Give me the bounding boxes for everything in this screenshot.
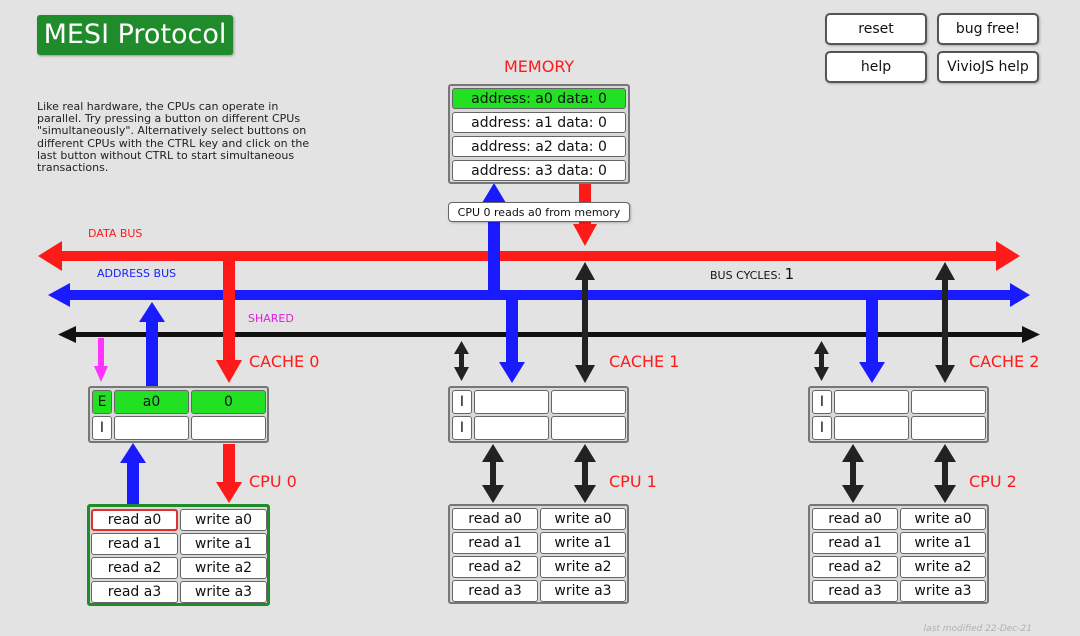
cache-line-state: E: [92, 390, 112, 414]
cache-line-data: 0: [191, 390, 266, 414]
memory-row: address: a1 data: 0: [452, 112, 626, 133]
cpu0-write-a2-button[interactable]: write a2: [180, 557, 267, 579]
cache2-address-arrow: [859, 300, 885, 383]
reset-button[interactable]: reset: [825, 13, 927, 45]
cpu2-label: CPU 2: [969, 472, 1017, 491]
cpu2-write-a2-button[interactable]: write a2: [900, 556, 986, 578]
memory-row: address: a0 data: 0: [452, 88, 626, 109]
cache0: E a0 0 I: [88, 386, 269, 443]
cache-line-data: [551, 416, 626, 440]
last-modified-footer: last modified 22-Dec-21: [923, 624, 1032, 634]
cache1-address-arrow: [499, 300, 525, 383]
cache-line-address: a0: [114, 390, 189, 414]
cache-line-address: [834, 390, 909, 414]
shared-bus: [58, 326, 1040, 343]
cache-line-data: [911, 390, 986, 414]
cache-line-state: I: [812, 416, 832, 440]
cpu0-read-a3-button[interactable]: read a3: [91, 581, 178, 603]
cpu1-read-a0-button[interactable]: read a0: [452, 508, 538, 530]
cache-line-state: I: [812, 390, 832, 414]
cache-line-state: I: [92, 416, 112, 440]
page-title: MESI Protocol: [37, 15, 233, 55]
cache1: I I: [448, 386, 629, 443]
cpu2-panel: read a0 write a0 read a1 write a1 read a…: [808, 504, 989, 604]
cpu2-write-a3-button[interactable]: write a3: [900, 580, 986, 602]
cpu1-panel: read a0 write a0 read a1 write a1 read a…: [448, 504, 629, 604]
cpu0-read-a2-button[interactable]: read a2: [91, 557, 178, 579]
cache2-label: CACHE 2: [969, 352, 1040, 371]
cache-line-state: I: [452, 390, 472, 414]
cpu1-write-a3-button[interactable]: write a3: [540, 580, 626, 602]
cpu1-read-a3-button[interactable]: read a3: [452, 580, 538, 602]
cache-line-data: [911, 416, 986, 440]
bus-cycles-label: BUS CYCLES:: [710, 269, 782, 282]
transaction-status: CPU 0 reads a0 from memory: [448, 202, 630, 222]
memory-panel: address: a0 data: 0 address: a1 data: 0 …: [448, 84, 630, 184]
cpu0-label: CPU 0: [249, 472, 297, 491]
cache1-label: CACHE 1: [609, 352, 680, 371]
memory-row: address: a2 data: 0: [452, 136, 626, 157]
cache2-shared-link: [814, 341, 829, 381]
cache-line-data: [191, 416, 266, 440]
cpu0-data-arrow: [216, 444, 242, 503]
cpu0-write-a0-button[interactable]: write a0: [180, 509, 267, 531]
data-bus-label: DATA BUS: [88, 227, 143, 240]
memory-data-bus-link: [575, 262, 595, 383]
bus-cycles-counter: BUS CYCLES: 1: [710, 265, 794, 283]
help-button[interactable]: help: [825, 51, 927, 83]
cache-line-address: [474, 390, 549, 414]
cache-line-address: [474, 416, 549, 440]
cache-line-data: [551, 390, 626, 414]
cache0-data-arrow: [216, 258, 242, 383]
cache2-data-bus-link: [935, 262, 955, 383]
cpu2-read-a2-button[interactable]: read a2: [812, 556, 898, 578]
cpu0-read-a0-button[interactable]: read a0: [91, 509, 178, 531]
memory-address-arrow: [482, 183, 506, 296]
viviojs-help-button[interactable]: VivioJS help: [937, 51, 1039, 83]
cpu2-write-a1-button[interactable]: write a1: [900, 532, 986, 554]
cpu0-address-arrow: [120, 443, 146, 506]
cache2: I I: [808, 386, 989, 443]
cpu2-write-a0-button[interactable]: write a0: [900, 508, 986, 530]
instructions-text: Like real hardware, the CPUs can operate…: [37, 100, 310, 175]
cpu1-read-a1-button[interactable]: read a1: [452, 532, 538, 554]
cpu0-panel: read a0 write a0 read a1 write a1 read a…: [87, 504, 270, 606]
cpu1-write-a2-button[interactable]: write a2: [540, 556, 626, 578]
cpu1-label: CPU 1: [609, 472, 657, 491]
cpu0-read-a1-button[interactable]: read a1: [91, 533, 178, 555]
bus-cycles-value: 1: [784, 265, 795, 283]
cpu1-cache1-links: [482, 444, 596, 503]
cpu0-write-a3-button[interactable]: write a3: [180, 581, 267, 603]
shared-bus-label: SHARED: [248, 312, 294, 325]
cpu2-read-a0-button[interactable]: read a0: [812, 508, 898, 530]
cache-line-address: [114, 416, 189, 440]
address-bus: [48, 283, 1030, 307]
cpu0-write-a1-button[interactable]: write a1: [180, 533, 267, 555]
memory-row: address: a3 data: 0: [452, 160, 626, 181]
cache0-label: CACHE 0: [249, 352, 320, 371]
cache0-address-arrow: [139, 302, 165, 386]
cache-line-address: [834, 416, 909, 440]
cpu1-read-a2-button[interactable]: read a2: [452, 556, 538, 578]
cache1-shared-link: [454, 341, 469, 381]
cpu2-read-a3-button[interactable]: read a3: [812, 580, 898, 602]
cpu2-cache2-links: [842, 444, 956, 503]
data-bus: [38, 241, 1020, 271]
cache-line-state: I: [452, 416, 472, 440]
cache0-shared-signal: [94, 338, 108, 382]
cpu1-write-a1-button[interactable]: write a1: [540, 532, 626, 554]
memory-label: MEMORY: [504, 57, 575, 76]
cpu1-write-a0-button[interactable]: write a0: [540, 508, 626, 530]
cpu2-read-a1-button[interactable]: read a1: [812, 532, 898, 554]
bug-free-button[interactable]: bug free!: [937, 13, 1039, 45]
address-bus-label: ADDRESS BUS: [97, 267, 177, 280]
